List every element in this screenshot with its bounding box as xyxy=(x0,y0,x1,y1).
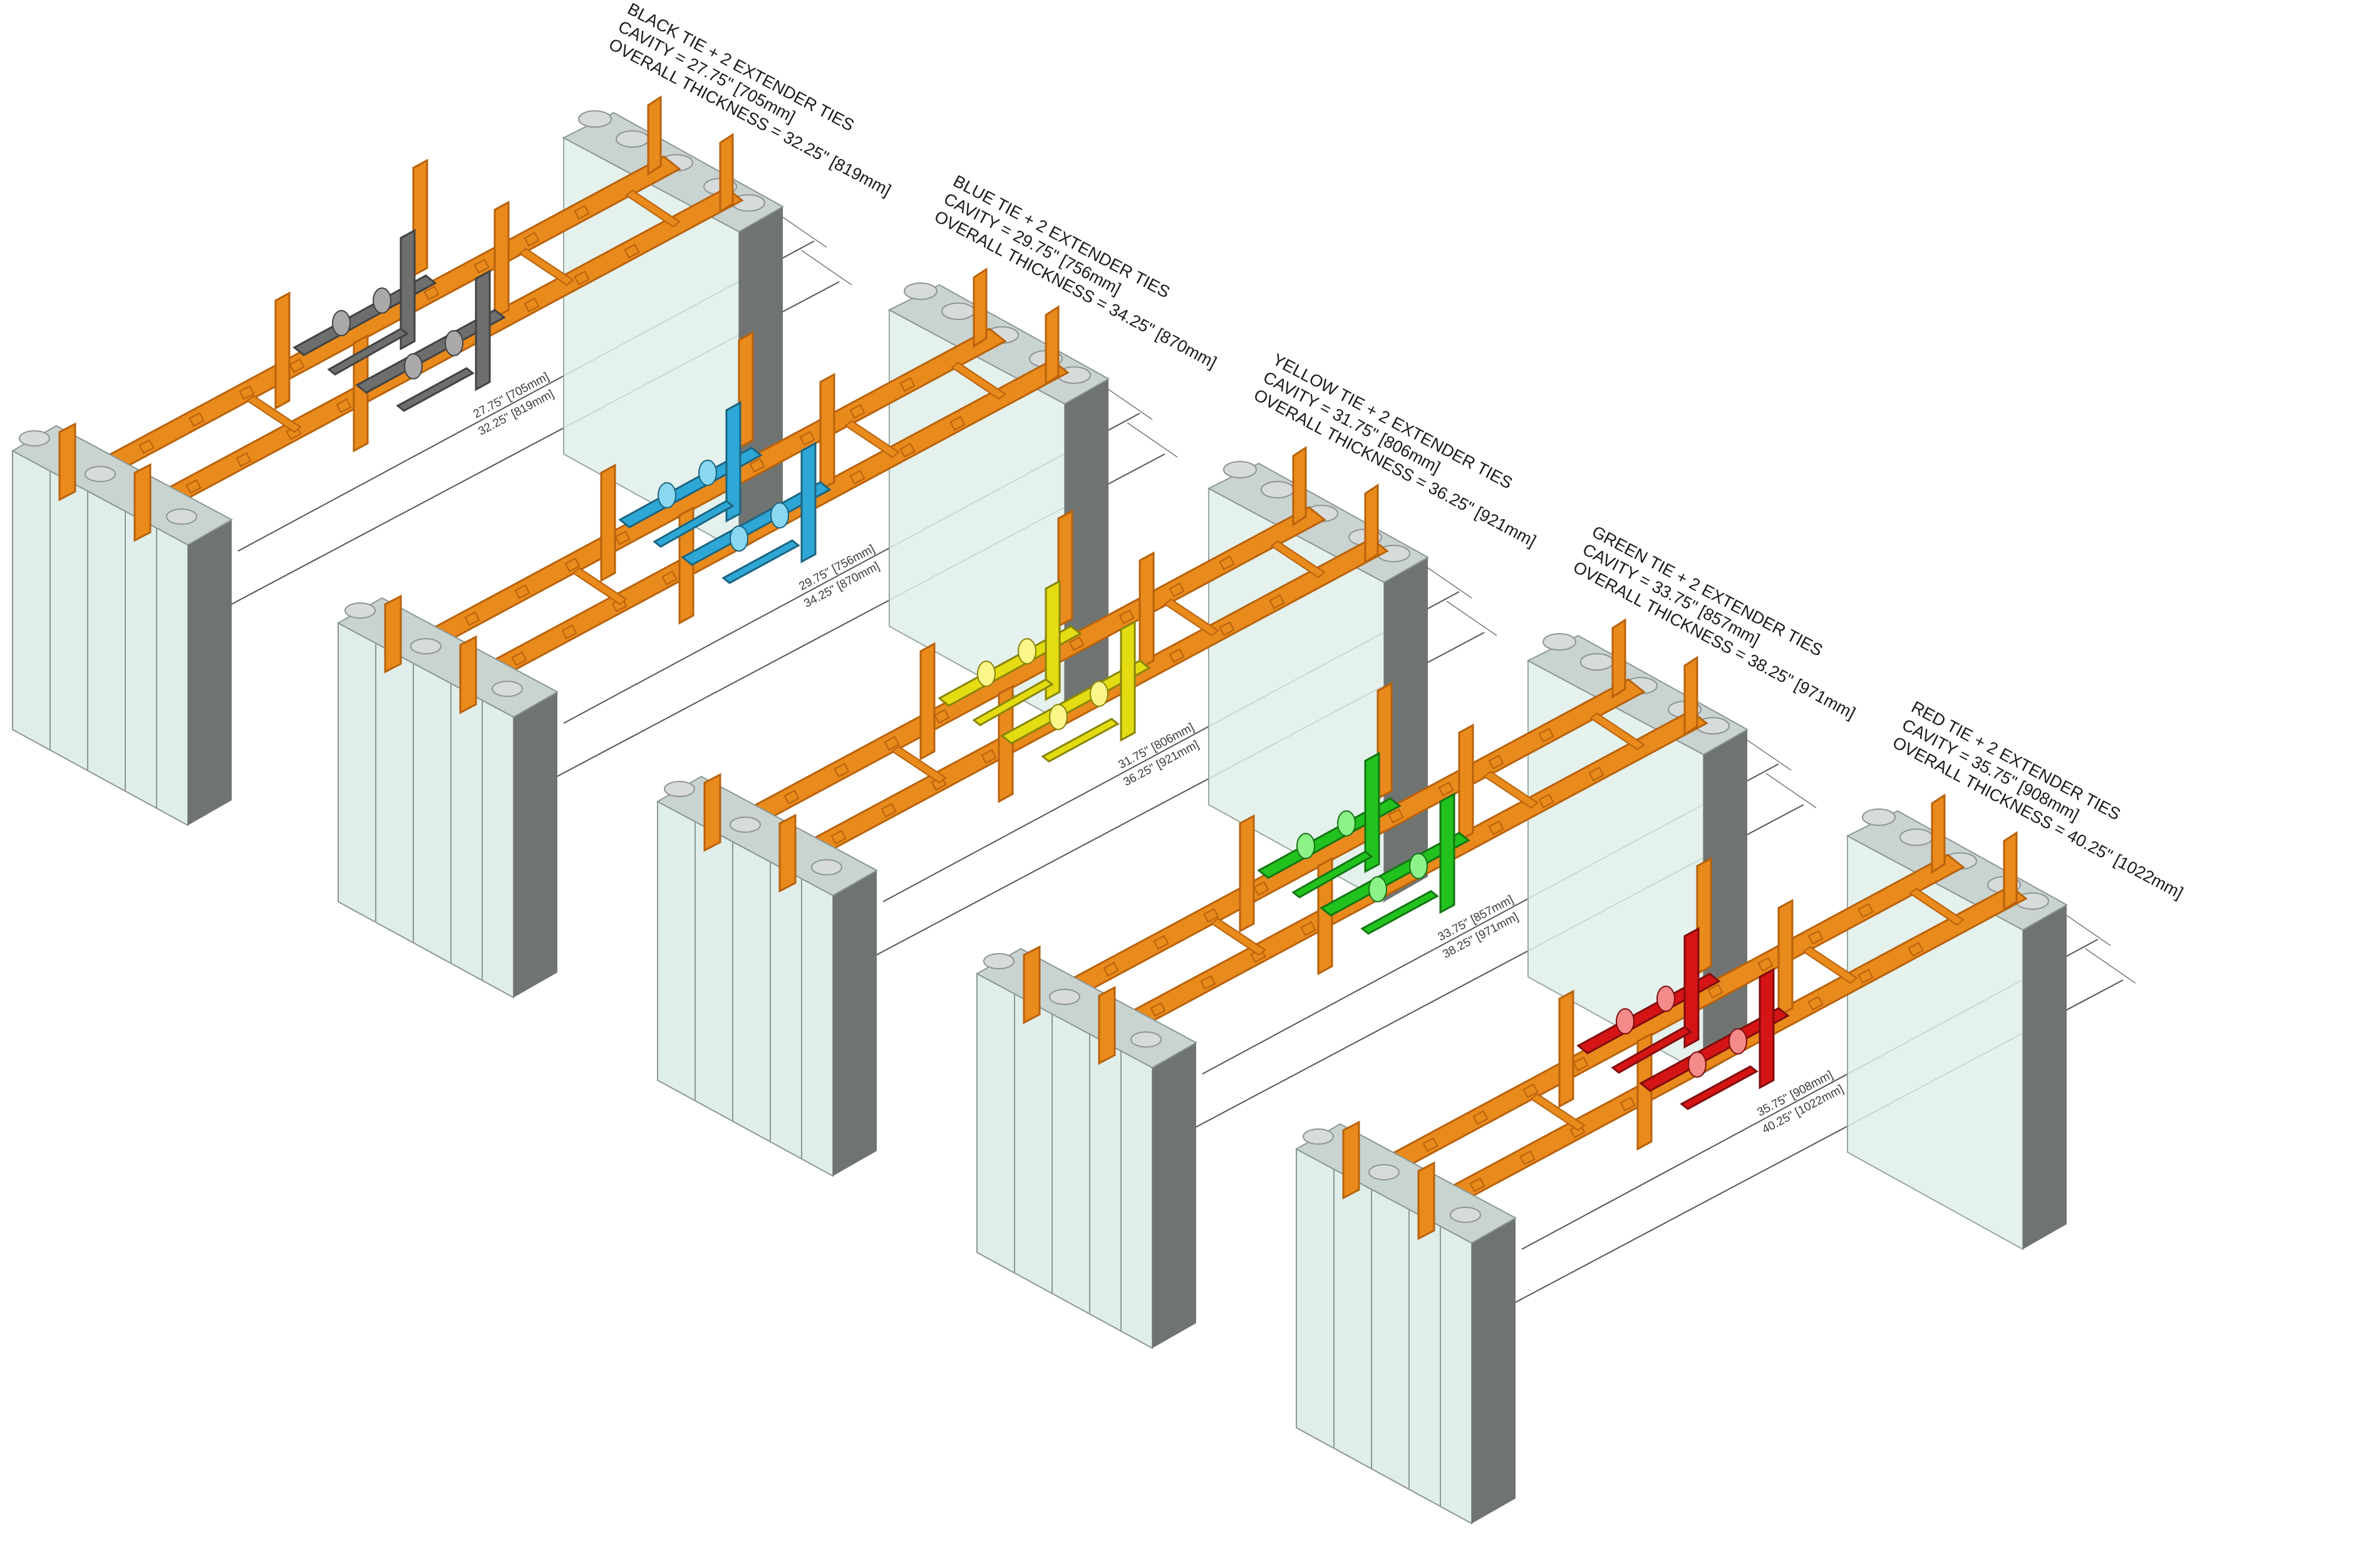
yellow-callout-line2: CAVITY = 31.75" [806mm] xyxy=(1260,368,1444,477)
black-callout-line2: CAVITY = 27.75" [705mm] xyxy=(615,17,798,126)
green-callout-line2: CAVITY = 33.75" [857mm] xyxy=(1579,540,1763,649)
red-callout-line2: CAVITY = 35.75" [908mm] xyxy=(1899,715,2082,825)
blue-callout-line2: CAVITY = 29.75" [756mm] xyxy=(941,189,1124,299)
